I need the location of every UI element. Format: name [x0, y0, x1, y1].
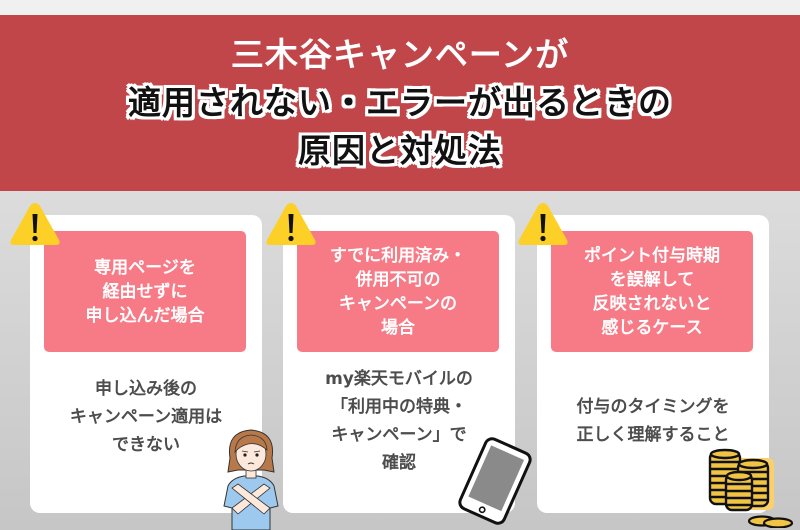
warning-triangle-icon: [10, 203, 60, 245]
cause-line: 反映されないと: [592, 293, 712, 314]
solution-line: キャンペーン」で: [331, 425, 467, 445]
solution-line: 確認: [382, 453, 416, 473]
solution-line: できない: [112, 435, 180, 455]
cause-line: 場合: [380, 317, 415, 338]
cause-card-2: すでに利用済み・ 併用不可の キャンペーンの 場合 my楽天モバイルの 「利用中…: [283, 215, 515, 513]
warning-triangle-icon: [518, 203, 568, 245]
cause-card-3: ポイント付与時期 を誤解して 反映されないと 感じるケース 付与のタイミングを …: [537, 215, 769, 513]
cause-box: ポイント付与時期 を誤解して 反映されないと 感じるケース: [551, 231, 753, 352]
cause-card-1: 専用ページを 経由せずに 申し込んだ場合 申し込み後の キャンペーン適用は でき…: [30, 215, 262, 513]
cause-line: キャンペーンの: [338, 293, 458, 314]
cause-line: ポイント付与時期: [584, 245, 720, 266]
tablet-icon: [458, 437, 532, 525]
solution-line: 申し込み後の: [95, 379, 197, 399]
solution-text: my楽天モバイルの 「利用中の特典・ キャンペーン」で 確認: [291, 365, 507, 477]
title-line-2: 適用されない・エラーが出るときの: [128, 83, 672, 122]
cause-line: 専用ページを: [94, 257, 196, 278]
cause-line: 経由せずに: [102, 281, 188, 302]
title-banner: 三木谷キャンペーンが 適用されない・エラーが出るときの 原因と対処法: [0, 15, 800, 191]
title-line-3: 原因と対処法: [298, 131, 502, 170]
cause-line: を誤解して: [609, 269, 695, 290]
cause-box: すでに利用済み・ 併用不可の キャンペーンの 場合: [297, 231, 499, 352]
title-line-1: 三木谷キャンペーンが: [230, 35, 570, 74]
cause-line: 申し込んだ場合: [85, 305, 205, 326]
solution-line: 「利用中の特典・: [331, 397, 467, 417]
solution-text: 申し込み後の キャンペーン適用は できない: [38, 375, 254, 459]
solution-text: 付与のタイミングを 正しく理解すること: [545, 393, 761, 449]
cause-line: すでに利用済み・: [329, 245, 467, 266]
solution-line: キャンペーン適用は: [69, 407, 223, 427]
coin-stacks-icon: [708, 448, 794, 528]
solution-line: my楽天モバイルの: [325, 369, 473, 389]
warning-triangle-icon: [266, 203, 316, 245]
cause-line: 感じるケース: [601, 317, 703, 338]
woman-crossed-arms-icon: [223, 429, 279, 530]
cause-box: 専用ページを 経由せずに 申し込んだ場合: [44, 231, 246, 352]
solution-line: 付与のタイミングを: [576, 397, 730, 417]
solution-line: 正しく理解すること: [576, 425, 730, 445]
cause-line: 併用不可の: [355, 269, 441, 290]
